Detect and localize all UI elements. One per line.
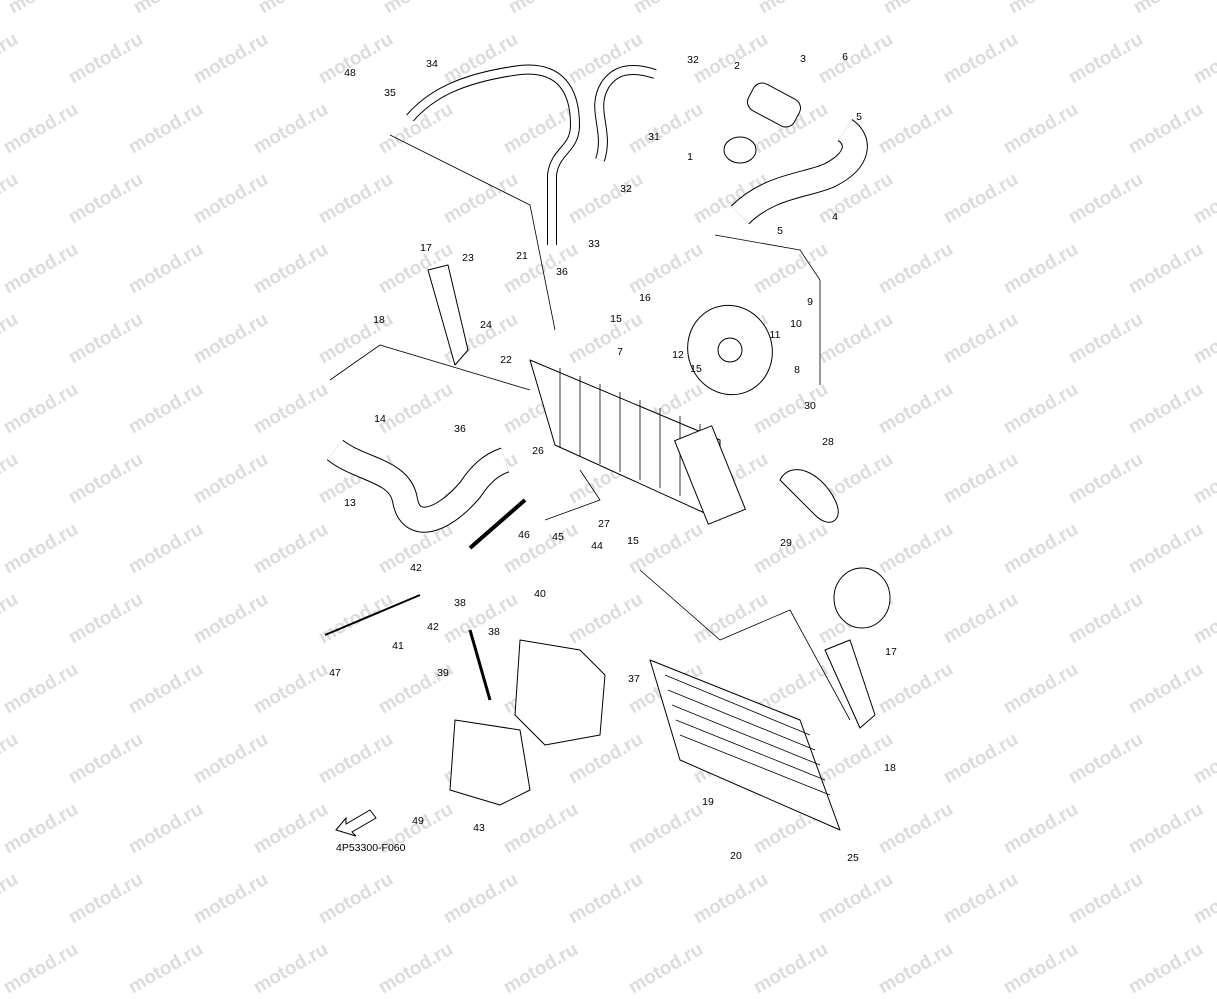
part-callout: 13: [344, 497, 356, 509]
part-callout: 17: [420, 242, 432, 254]
watermark-text: motod.ru: [375, 938, 457, 999]
part-callout: 15: [610, 313, 622, 325]
reservoir-tank: [514, 639, 606, 746]
part-callout: 47: [329, 667, 341, 679]
part-callout: 24: [480, 319, 492, 331]
pump-hose-28: [779, 469, 839, 523]
diagram-code: 4P53300-F060: [336, 842, 406, 854]
watermark-text: motod.ru: [250, 938, 332, 999]
part-callout: 23: [462, 252, 474, 264]
part-callout: 45: [552, 531, 564, 543]
part-callout: 38: [488, 626, 500, 638]
part-callout: 32: [687, 54, 699, 66]
fwd-arrow-icon: [335, 809, 377, 837]
part-callout: 25: [847, 852, 859, 864]
part-callout: 22: [500, 354, 512, 366]
watermark-text: motod.ru: [875, 938, 957, 999]
part-callout: 42: [410, 562, 422, 574]
part-callout: 14: [374, 413, 386, 425]
part-callout: 35: [384, 87, 396, 99]
part-callout: 42: [427, 621, 439, 633]
radiator-tank-right: [674, 425, 746, 525]
part-callout: 16: [639, 292, 651, 304]
part-callout: 48: [344, 67, 356, 79]
radiator-guard: [649, 659, 841, 831]
cable-41: [324, 594, 421, 636]
part-callout: 18: [884, 762, 896, 774]
part-callout: 3: [800, 53, 806, 65]
part-callout: 36: [454, 423, 466, 435]
part-callout: 27: [598, 518, 610, 530]
part-callout: 34: [426, 58, 438, 70]
watermark-text: motod.ru: [0, 938, 82, 999]
watermark-text: motod.ru: [750, 938, 832, 999]
hose-39: [468, 629, 492, 701]
tank-cover: [449, 719, 531, 806]
watermark-text: motod.ru: [500, 938, 582, 999]
part-callout: 5: [777, 225, 783, 237]
watermark-text: motod.ru: [1000, 938, 1082, 999]
rod-46: [468, 498, 527, 550]
part-callout: 49: [412, 815, 424, 827]
part-callout: 2: [734, 60, 740, 72]
bracket-17-upper: [427, 264, 469, 366]
part-callout: 12: [672, 349, 684, 361]
parts-diagram: [324, 64, 891, 837]
part-callout: 1: [687, 151, 693, 163]
part-callout: 36: [556, 266, 568, 278]
thermostat-housing: [747, 82, 801, 128]
part-callout: 31: [648, 131, 660, 143]
part-callout: 39: [437, 667, 449, 679]
part-callout: 38: [454, 597, 466, 609]
part-callout: 17: [885, 646, 897, 658]
part-callout: 26: [532, 445, 544, 457]
part-callout: 28: [822, 436, 834, 448]
part-callout: 40: [534, 588, 546, 600]
part-callout: 20: [730, 850, 742, 862]
thermostat: [723, 136, 757, 164]
part-callout: 21: [516, 250, 528, 262]
part-callout: 30: [804, 400, 816, 412]
part-callout: 19: [702, 796, 714, 808]
part-callout: 33: [588, 238, 600, 250]
part-callout: 10: [790, 318, 802, 330]
part-callout: 18: [373, 314, 385, 326]
part-callout: 6: [842, 51, 848, 63]
watermark-text: motod.ru: [1125, 938, 1207, 999]
part-callout: 9: [807, 296, 813, 308]
part-callout: 4: [832, 211, 838, 223]
part-callout: 29: [780, 537, 792, 549]
part-callout: 37: [628, 673, 640, 685]
part-callout: 11: [769, 329, 781, 341]
part-callout: 41: [392, 640, 404, 652]
part-callout: 46: [518, 529, 530, 541]
bracket-17-lower: [824, 639, 876, 729]
part-callout: 44: [591, 540, 603, 552]
part-callout: 43: [473, 822, 485, 834]
part-callout: 5: [856, 111, 862, 123]
water-pump: [833, 567, 891, 629]
part-callout: 15: [627, 535, 639, 547]
part-callout: 32: [620, 183, 632, 195]
part-callout: 8: [794, 364, 800, 376]
part-callout: 7: [617, 346, 623, 358]
watermark-text: motod.ru: [625, 938, 707, 999]
part-callout: 15: [690, 363, 702, 375]
watermark-text: motod.ru: [125, 938, 207, 999]
